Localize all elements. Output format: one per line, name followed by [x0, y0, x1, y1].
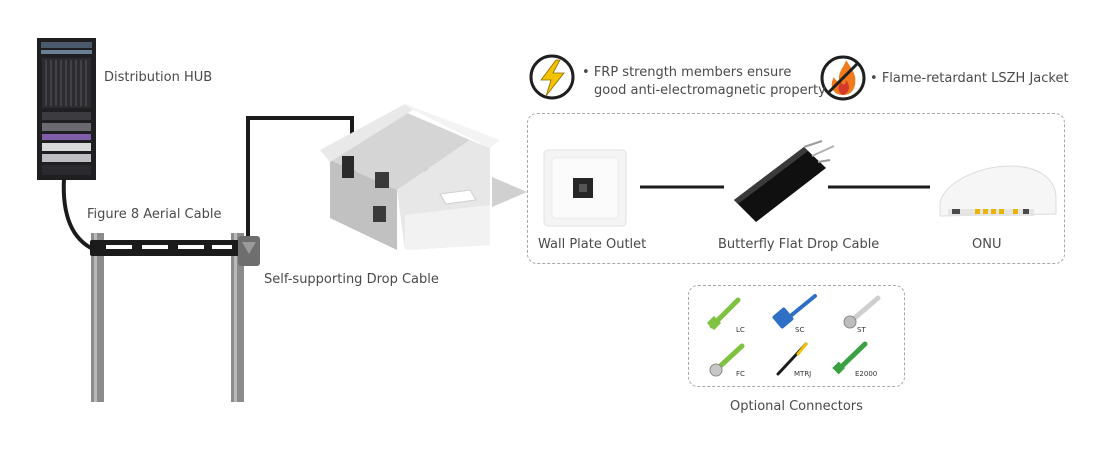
connector-fc-image: [709, 343, 745, 377]
feature-lszh: • Flame-retardant LSZH Jacket: [870, 70, 1069, 88]
connector-label-e2000: E2000: [855, 370, 878, 378]
lightning-no-icon: [529, 54, 575, 100]
house: [320, 104, 527, 250]
optional-connectors-label: Optional Connectors: [730, 399, 863, 414]
butterfly-cable-label: Butterfly Flat Drop Cable: [718, 237, 880, 252]
butterfly-cable-image: [734, 140, 835, 222]
distribution-hub-label: Distribution HUB: [104, 70, 213, 85]
feature-lszh-line1: Flame-retardant LSZH Jacket: [881, 71, 1069, 86]
onu-device: [939, 165, 1057, 217]
bullet: •: [870, 71, 878, 86]
connector-lc-image: [706, 297, 741, 331]
connector-label-fc: FC: [736, 370, 745, 378]
distribution-hub-rack: [37, 38, 96, 180]
wall-plate-label: Wall Plate Outlet: [538, 237, 647, 252]
connector-e2000-image: [832, 341, 868, 375]
bullet: •: [582, 65, 590, 80]
figure8-aerial-cable: [90, 240, 246, 256]
connector-label-sc: SC: [795, 326, 805, 334]
connector-label-lc: LC: [736, 326, 745, 334]
hub-drop-cable: [61, 177, 96, 252]
feature-frp-line2: good anti-electromagnetic property: [594, 83, 826, 98]
wall-plate-outlet: [543, 149, 627, 227]
utility-poles: [91, 233, 244, 402]
connectors-box: [688, 285, 905, 387]
connector-label-mtrj: MTRJ: [794, 370, 812, 378]
connector-st-image: [843, 295, 881, 329]
self-supporting-cable-label: Self-supporting Drop Cable: [264, 272, 439, 287]
fire-no-icon: [820, 55, 866, 101]
connector-sc-image: [772, 294, 817, 329]
onu-label: ONU: [972, 237, 1002, 252]
feature-frp-line1: FRP strength members ensure: [593, 65, 792, 80]
figure8-cable-label: Figure 8 Aerial Cable: [87, 207, 222, 222]
indoor-components-box: [527, 113, 1065, 264]
connector-mtrj-image: [776, 342, 808, 376]
feature-frp: • FRP strength members ensure good anti-…: [582, 64, 826, 100]
connector-label-st: ST: [857, 326, 866, 334]
